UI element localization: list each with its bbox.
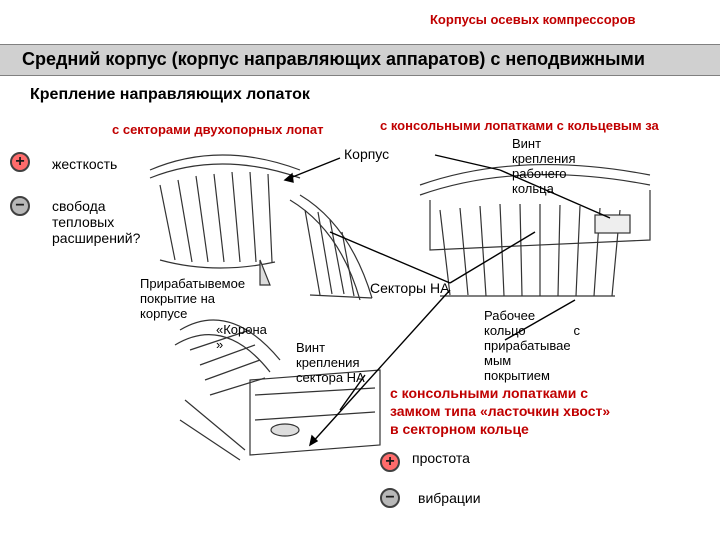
callout-screw-sector: Винт крепления сектора НА [296, 340, 365, 385]
minus-label-thermal: свобода тепловых расширений? [52, 198, 141, 246]
minus-label-vibration: вибрации [418, 490, 481, 506]
title-band [0, 44, 720, 76]
callout-screw-ring: Винт крепления рабочего кольца [512, 136, 576, 196]
plus-label-stiffness: жесткость [52, 156, 118, 172]
minus-circle-icon: − [380, 488, 400, 508]
right-heading: с консольными лопатками с кольцевым за [380, 118, 659, 133]
plus-label-simplicity: простота [412, 450, 470, 466]
callout-coating: Прирабатывемое покрытие на корпусе [140, 276, 246, 321]
callout-korpus: Корпус [344, 146, 390, 162]
minus-circle-icon: − [10, 196, 30, 216]
plus-circle-icon: + [10, 152, 30, 172]
section-title: Корпусы осевых компрессоров [430, 12, 636, 27]
page-subtitle: Крепление направляющих лопаток [30, 86, 310, 103]
vane-sector-sketch [149, 154, 373, 301]
callout-korona: «Корона » [216, 322, 267, 352]
page-title: Средний корпус (корпус направляющих аппа… [22, 49, 645, 69]
ring-casing-sketch [419, 164, 651, 297]
callout-sectors: Секторы НА [370, 280, 450, 296]
leader-arrows [283, 154, 611, 447]
left-heading: с секторами двухопорных лопат [112, 122, 324, 137]
bottom-heading: с консольными лопатками с замком типа «л… [390, 385, 611, 437]
plus-circle-icon: + [380, 452, 400, 472]
callout-ring: Рабочее кольцо с прирабатывае мым покрыт… [484, 308, 580, 383]
casing-blades-sketch [174, 319, 381, 461]
